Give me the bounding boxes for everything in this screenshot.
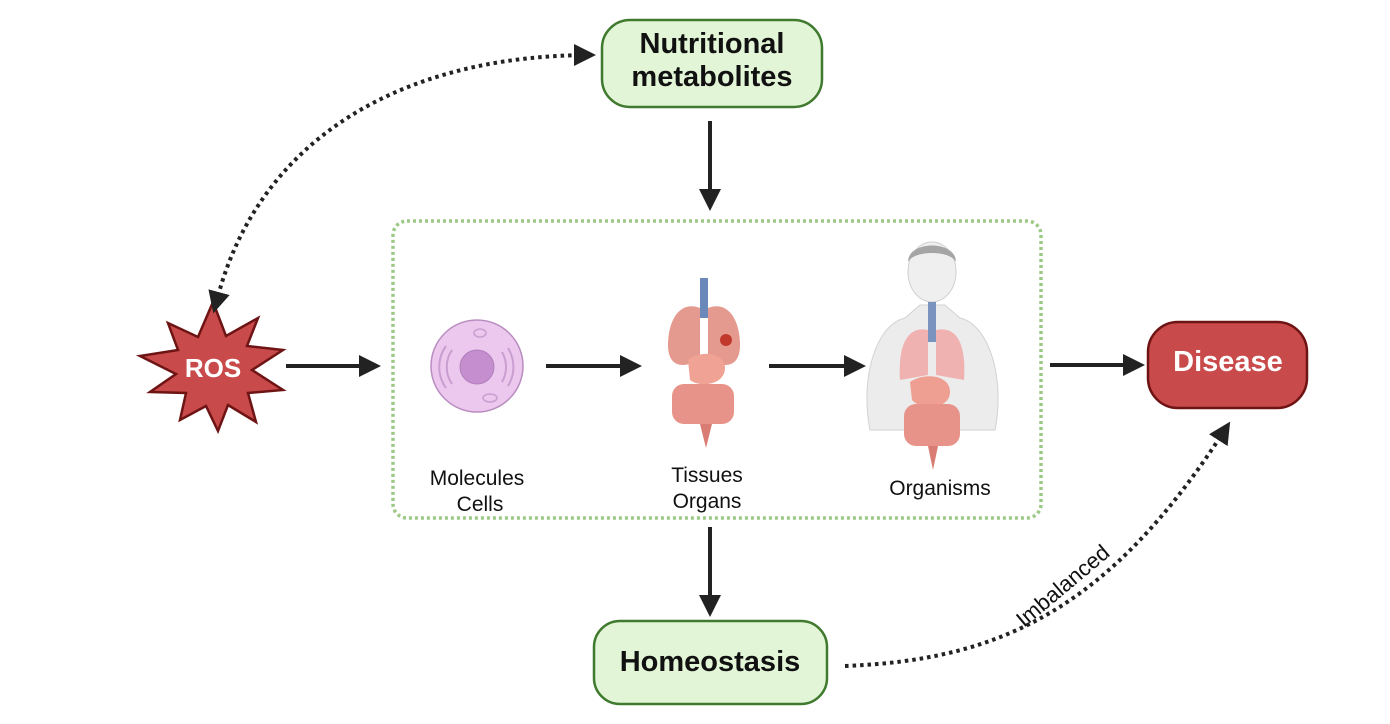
disease-label: Disease	[1173, 346, 1283, 378]
stage-molecules-line1: Molecules	[430, 467, 525, 490]
imbalanced-label: Imbalanced	[1011, 540, 1114, 632]
stage-molecules-line2: Cells	[457, 493, 504, 516]
homeostasis-node[interactable]: Homeostasis	[592, 619, 829, 706]
homeostasis-label: Homeostasis	[620, 646, 801, 678]
human-body-icon	[866, 241, 999, 470]
nutritional-metabolites-line1: Nutritional	[640, 28, 785, 60]
dotted-arrow-homeostasis-disease	[844, 421, 1231, 668]
levels-container	[391, 219, 1043, 520]
dotted-arrow-ros-nutritional	[208, 44, 596, 314]
ros-node[interactable]: ROS	[135, 298, 287, 435]
stage-organisms-label: Organisms	[889, 477, 991, 500]
stage-tissues-line1: Tissues	[671, 464, 743, 487]
disease-node[interactable]: Disease	[1146, 320, 1309, 410]
starburst-icon	[135, 298, 287, 435]
cell-icon	[430, 319, 524, 413]
nutritional-metabolites-node[interactable]: Nutritional metabolites	[600, 18, 824, 109]
ros-label: ROS	[185, 353, 241, 383]
stage-tissues-line2: Organs	[673, 490, 742, 513]
organs-icon	[668, 278, 740, 448]
nutritional-metabolites-line2: metabolites	[631, 61, 792, 93]
